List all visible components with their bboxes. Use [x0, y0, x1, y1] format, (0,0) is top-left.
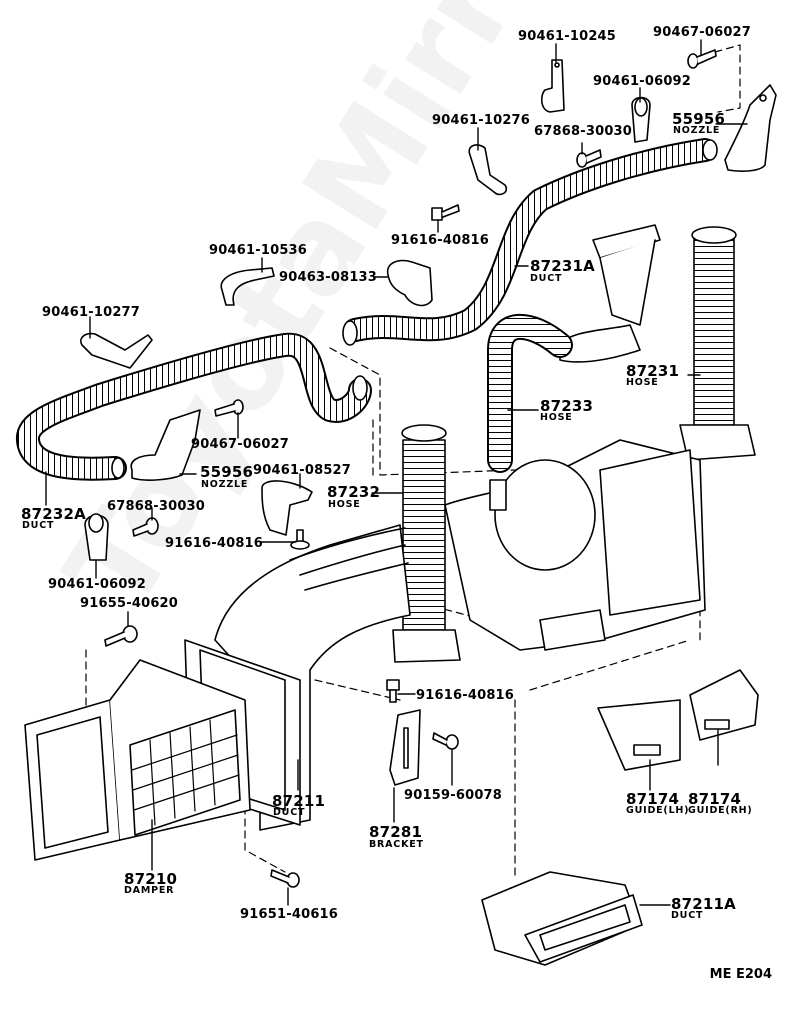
- label-87211-name: DUCT: [273, 807, 306, 818]
- label-87174-rh: 87174: [688, 790, 742, 808]
- bolt-91616-40816-mid: [290, 529, 310, 550]
- label-90461-10277: 90461-10277: [42, 305, 141, 320]
- label-87231: 87231: [626, 362, 680, 380]
- label-87231a-name: DUCT: [530, 273, 563, 284]
- label-87231-name: HOSE: [626, 377, 659, 388]
- label-55956-top-name: NOZZLE: [673, 125, 721, 136]
- hose-87232: [392, 424, 461, 663]
- label-55956-mid-name: NOZZLE: [201, 479, 249, 490]
- clamp-90461-08527: [261, 480, 313, 536]
- damper-87210: [24, 659, 251, 861]
- label-91655-40620: 91655-40620: [80, 596, 179, 611]
- screw-67868-30030-mid: [132, 517, 159, 537]
- hose-87231: [679, 226, 756, 461]
- label-90467-06027-mid: 90467-06027: [191, 437, 290, 452]
- label-90461-10245: 90461-10245: [518, 29, 617, 44]
- guide-87174-lh: [597, 699, 681, 771]
- clamp-90461-06092-mid: [84, 513, 109, 561]
- guide-87174-rh: [689, 669, 759, 741]
- label-87232a: 87232A: [21, 505, 86, 523]
- label-55956-top: 55956: [672, 110, 726, 128]
- duct-87231a: [342, 138, 718, 346]
- clip-90461-10245: [540, 59, 565, 113]
- clip-90461-10277: [80, 332, 153, 369]
- screw-90467-06027-mid: [214, 399, 244, 417]
- nozzle-55956-top: [724, 84, 777, 172]
- label-87174-rh-name: GUIDE(RH): [688, 805, 753, 816]
- screw-90467-06027-top: [687, 49, 717, 69]
- label-90461-08527: 90461-08527: [253, 463, 352, 478]
- bolt-91616-40816-low: [386, 679, 400, 703]
- label-91651-40616: 91651-40616: [240, 907, 339, 922]
- label-91616-40816-low: 91616-40816: [416, 688, 515, 703]
- label-67868-30030-top: 67868-30030: [534, 124, 633, 139]
- blower-unit: [444, 439, 706, 651]
- screw-90159-60078: [432, 732, 459, 750]
- label-87211: 87211: [272, 792, 326, 810]
- clamp-90463-08133: [386, 259, 433, 307]
- duct-87232a: [16, 332, 372, 481]
- label-87174-lh-name: GUIDE(LH): [626, 805, 690, 816]
- label-87210: 87210: [124, 870, 178, 888]
- hose-87233: [487, 313, 573, 473]
- bolt-91616-40816-top: [431, 204, 460, 221]
- label-90461-06092-top: 90461-06092: [593, 74, 692, 89]
- label-87231a: 87231A: [530, 257, 595, 275]
- clamp-90461-06092-top: [631, 96, 651, 143]
- clip-90461-10276: [468, 144, 508, 196]
- bolt-91655-40620: [104, 625, 138, 647]
- label-87281-name: BRACKET: [369, 839, 424, 850]
- label-91616-40816-mid: 91616-40816: [165, 536, 264, 551]
- label-55956-mid: 55956: [200, 463, 254, 481]
- label-87233-name: HOSE: [540, 412, 573, 423]
- label-90159-60078: 90159-60078: [404, 788, 503, 803]
- diagram-code: ME E204: [709, 967, 772, 982]
- label-90461-10536: 90461-10536: [209, 243, 308, 258]
- bolt-91651-40616: [270, 869, 300, 888]
- duct-87211a: [481, 871, 643, 966]
- label-90467-06027-top: 90467-06027: [653, 25, 752, 40]
- clip-90461-10536: [220, 267, 275, 306]
- nozzle-55956-mid: [130, 409, 201, 481]
- label-87281: 87281: [369, 823, 423, 841]
- label-90461-10276: 90461-10276: [432, 113, 531, 128]
- label-87174-lh: 87174: [626, 790, 680, 808]
- label-67868-30030-mid: 67868-30030: [107, 499, 206, 514]
- label-87211a: 87211A: [671, 895, 736, 913]
- label-87210-name: DAMPER: [124, 885, 175, 896]
- label-87211a-name: DUCT: [671, 910, 704, 921]
- label-90463-08133: 90463-08133: [279, 270, 378, 285]
- label-87232a-name: DUCT: [22, 520, 55, 531]
- label-87232-name: HOSE: [328, 499, 361, 510]
- label-87233: 87233: [540, 397, 594, 415]
- label-87232: 87232: [327, 483, 381, 501]
- label-90461-06092-mid: 90461-06092: [48, 577, 147, 592]
- label-91616-40816-top: 91616-40816: [391, 233, 490, 248]
- bracket-87281: [389, 709, 421, 786]
- duct-87231a-vent: [559, 224, 661, 363]
